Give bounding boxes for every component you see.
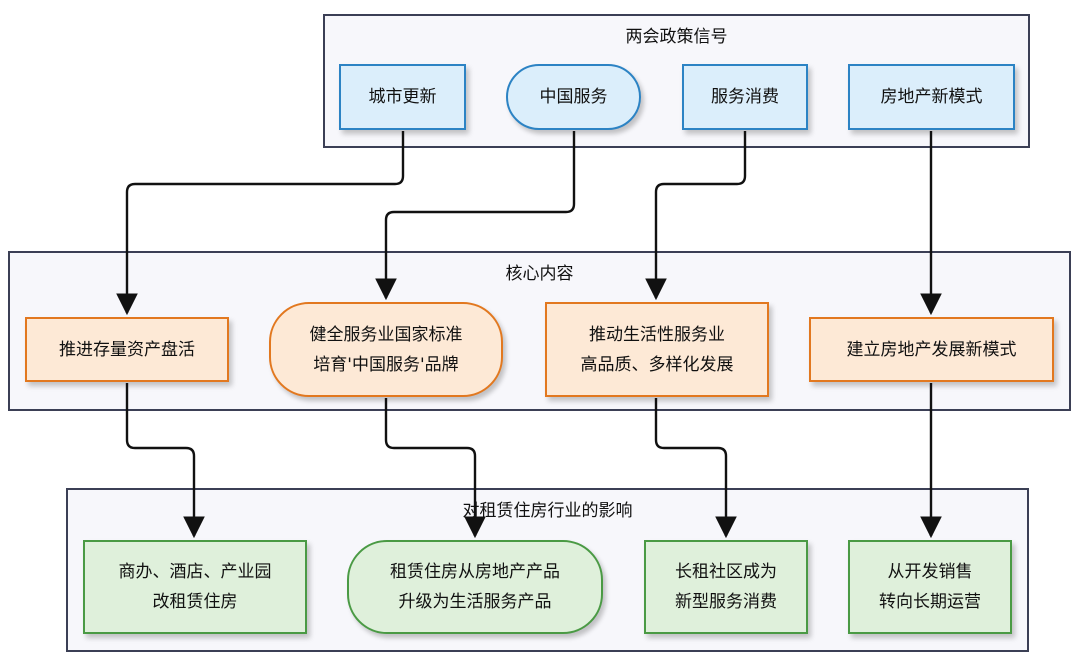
policy-signals-title: 两会政策信号: [625, 27, 728, 47]
node-long-term-community: 长租社区成为 新型服务消费: [644, 540, 808, 634]
node-service-consumption: 服务消费: [682, 64, 808, 130]
impact-title: 对租赁住房行业的影响: [462, 501, 633, 521]
node-revitalize-assets: 推进存量资产盘活: [25, 317, 229, 382]
node-life-services: 推动生活性服务业 高品质、多样化发展: [545, 302, 769, 397]
node-build-real-estate-model: 建立房地产发展新模式: [809, 317, 1054, 382]
core-content-title: 核心内容: [505, 264, 574, 284]
node-service-standard: 健全服务业国家标准 培育'中国服务'品牌: [269, 302, 503, 397]
node-china-service: 中国服务: [506, 64, 641, 130]
node-urban-renewal: 城市更新: [339, 64, 466, 130]
node-rental-upgrade: 租赁住房从房地产产品 升级为生活服务产品: [347, 540, 603, 634]
node-sales-to-operation: 从开发销售 转向长期运营: [848, 540, 1012, 634]
node-new-real-estate-model: 房地产新模式: [848, 64, 1015, 130]
node-convert-to-rental: 商办、酒店、产业园 改租赁住房: [83, 540, 307, 634]
